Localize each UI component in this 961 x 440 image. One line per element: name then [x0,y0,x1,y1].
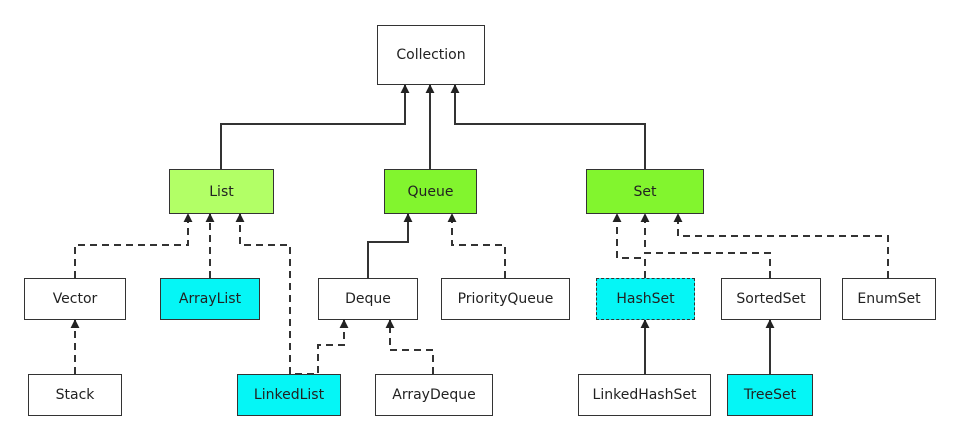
node-enumset: EnumSet [842,278,936,320]
edge-enumset-set [673,213,889,278]
node-arraylist: ArrayList [160,278,260,320]
edge-sortedset-set [640,213,771,278]
edge-priorityqueue-queue [447,213,506,278]
node-queue: Queue [384,169,477,214]
node-priorityqueue: PriorityQueue [441,278,570,320]
edge-deque-queue [367,213,413,278]
edge-set-collection [450,84,646,169]
edge-arraydeque-deque [385,319,434,374]
node-deque: Deque [318,278,418,320]
node-linkedlist: LinkedList [237,374,341,416]
node-stack: Stack [28,374,122,416]
edge-linkedlist-list [235,213,291,374]
node-set: Set [586,169,704,214]
node-list: List [169,169,274,214]
node-hashset: HashSet [596,278,695,320]
edge-list-collection [220,84,410,169]
node-sortedset: SortedSet [721,278,821,320]
node-arraydeque: ArrayDeque [375,374,493,416]
node-treeset: TreeSet [727,374,813,416]
node-vector: Vector [24,278,126,320]
node-linkedhashset: LinkedHashSet [578,374,711,416]
node-collection: Collection [377,25,485,85]
edge-hashset-set [612,213,646,278]
edge-vector-list [74,213,193,278]
edge-linkedlist-deque [295,319,349,375]
